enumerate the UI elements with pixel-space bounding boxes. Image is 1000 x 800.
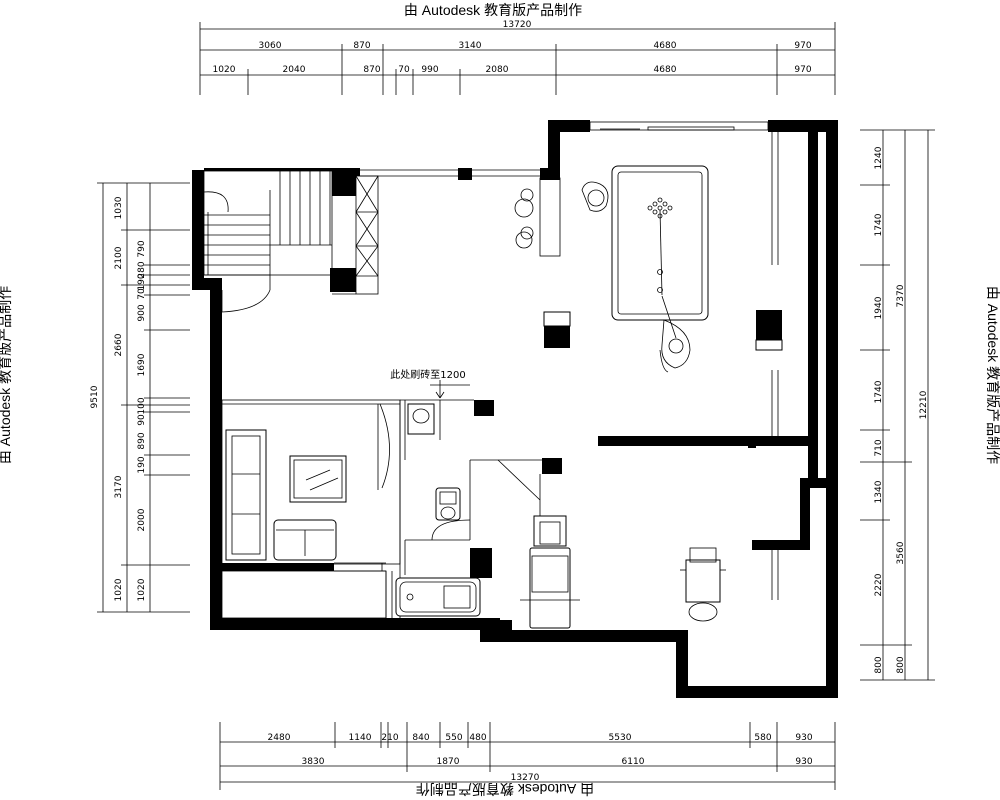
- thin-partitions: [203, 121, 779, 619]
- dim-left-i4: 70: [137, 288, 147, 300]
- dim-left-i8: 90: [137, 414, 147, 426]
- dim-left-o5: 1020: [114, 578, 124, 601]
- dim-right-i8: 800: [874, 656, 884, 673]
- massage-chair-icon: [680, 547, 726, 622]
- dim-top-total: 13720: [503, 20, 532, 30]
- dim-bot-a6: 480: [469, 733, 486, 743]
- dim-bot-a3: 210: [381, 733, 398, 743]
- toilet-icon: [435, 487, 461, 521]
- dim-left-i5: 900: [137, 304, 147, 321]
- column-right-icon: [755, 339, 783, 351]
- dim-right-m1: 7370: [896, 284, 906, 307]
- dim-bot-b4: 930: [795, 757, 812, 767]
- dim-top-a2: 870: [353, 41, 370, 51]
- dim-right-total: 12210: [919, 390, 929, 419]
- left-dimensions: 9510 1030 2100 2660 3170 1020 790 280 19…: [90, 182, 190, 613]
- watermark-right: 由 Autodesk 教育版产品制作: [985, 286, 1000, 464]
- dim-bot-b2: 1870: [437, 757, 460, 767]
- tile-annotation: 此处刷砖至1200: [390, 368, 465, 381]
- exercise-bench-icon: [520, 515, 580, 629]
- dim-left-i12: 1020: [137, 578, 147, 601]
- dim-top-b7: 4680: [654, 65, 677, 75]
- dim-right-i4: 1740: [874, 380, 884, 403]
- dim-left-i2: 280: [137, 261, 147, 278]
- dim-left-o4: 3170: [114, 475, 124, 498]
- dim-bot-b3: 6110: [622, 757, 645, 767]
- dim-right-i5: 710: [874, 439, 884, 456]
- player-figure-icon: [659, 319, 691, 373]
- dim-top-b8: 970: [794, 65, 811, 75]
- dim-top-b1: 1020: [213, 65, 236, 75]
- dim-top-a4: 4680: [654, 41, 677, 51]
- sink-icon: [407, 403, 435, 435]
- loveseat-icon: [273, 519, 337, 561]
- dim-bot-a9: 930: [795, 733, 812, 743]
- dim-left-i11: 2000: [137, 508, 147, 531]
- dim-left-i7: 100: [137, 397, 147, 414]
- bottom-dimensions: 2480 1140 210 840 550 480 5530 580 930 3…: [219, 722, 836, 790]
- dim-top-b3: 870: [363, 65, 380, 75]
- dim-top-b4: 70: [398, 65, 410, 75]
- dim-top-a3: 3140: [459, 41, 482, 51]
- dim-bot-total: 13270: [511, 773, 540, 783]
- dim-left-o1: 1030: [114, 196, 124, 219]
- dim-left-total: 9510: [90, 385, 100, 408]
- dim-bot-b1: 3830: [302, 757, 325, 767]
- dim-top-a5: 970: [794, 41, 811, 51]
- dim-right-m3: 800: [896, 656, 906, 673]
- dim-left-o3: 2660: [114, 333, 124, 356]
- dim-top-a1: 3060: [259, 41, 282, 51]
- dim-right-i3: 1940: [874, 296, 884, 319]
- right-recess-walls: [752, 446, 818, 550]
- top-dimensions: 13720 3060 870 3140 4680 970 1020 2040 8…: [199, 20, 836, 95]
- billiard-table-icon: [611, 165, 709, 339]
- dim-left-i9: 890: [137, 432, 147, 449]
- dim-bot-a2: 1140: [349, 733, 372, 743]
- armchair-icon: [581, 181, 609, 212]
- dim-left-i6: 1690: [137, 353, 147, 376]
- bar-stool-icon: [514, 188, 534, 249]
- coffee-table-icon: [289, 455, 347, 503]
- dim-bot-a5: 550: [445, 733, 462, 743]
- sofa-icon: [225, 429, 267, 561]
- bathtub-icon: [395, 577, 481, 617]
- dim-top-b5: 990: [421, 65, 438, 75]
- dim-left-i3: 190: [137, 273, 147, 290]
- right-dimensions: 1240 1740 1940 1740 710 1340 2220 800 73…: [860, 129, 935, 681]
- dim-bot-a7: 5530: [609, 733, 632, 743]
- dim-bot-a1: 2480: [268, 733, 291, 743]
- watermark-top: 由 Autodesk 教育版产品制作: [404, 2, 582, 18]
- dim-left-o2: 2100: [114, 246, 124, 269]
- dim-bot-a4: 840: [412, 733, 429, 743]
- dim-right-i1: 1240: [874, 146, 884, 169]
- dim-right-i6: 1340: [874, 480, 884, 503]
- dim-bot-a8: 580: [754, 733, 771, 743]
- dim-top-b6: 2080: [486, 65, 509, 75]
- dim-left-i1: 790: [137, 240, 147, 257]
- dim-left-i10: 190: [137, 456, 147, 473]
- side-table-icon: [543, 311, 571, 327]
- watermark-left: 由 Autodesk 教育版产品制作: [0, 286, 13, 464]
- watermark-bottom: 由 Autodesk 教育版产品制作: [416, 781, 594, 797]
- dim-top-b2: 2040: [283, 65, 306, 75]
- dim-right-i7: 2220: [874, 573, 884, 596]
- dim-right-m2: 3560: [896, 541, 906, 564]
- dim-right-i2: 1740: [874, 213, 884, 236]
